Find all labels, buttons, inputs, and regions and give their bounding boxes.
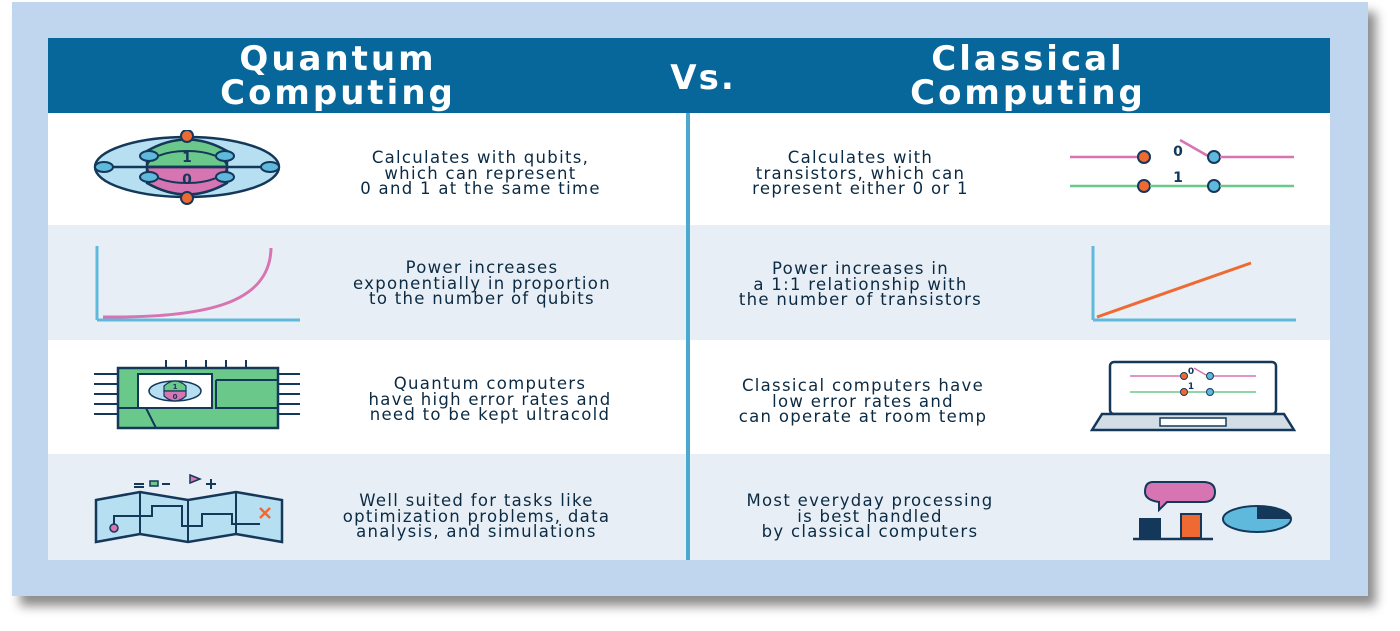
quantum-row-2-line1: Power increases [405,258,559,277]
quantum-row-1-line3: 0 and 1 at the same time [360,179,601,198]
classical-row-4-text: Most everyday processing is best handled… [700,493,1040,540]
center-divider [686,113,690,560]
classical-row-4-line1: Most everyday processing [746,491,994,510]
classical-row-2-line3: the number of transistors [738,290,983,309]
classical-row-1-line2: transistors, which can [755,163,966,183]
optimization-map-icon [94,473,284,544]
exponential-curve-icon [95,246,300,322]
laptop-label-zero: 0 [1188,367,1194,377]
quantum-row-2-line3: to the number of qubits [369,289,595,308]
quantum-row-3-line1: Quantum computers [393,374,587,393]
quantum-row-4-text: Well suited for tasks like optimization … [280,493,673,540]
vs-label: Vs. [670,58,736,98]
chip-qubit-label-one: 1 [173,383,178,391]
classical-row-2-line2: a 1:1 relationship with [753,274,968,294]
classical-row-1-text: Calculates with transistors, which can r… [703,150,1018,197]
laptop-icon: 0 1 [1090,360,1296,432]
quantum-row-3-line2: have high error rates and [368,389,612,409]
quantum-row-4-line3: analysis, and simulations [356,522,597,541]
quantum-row-2-text: Power increases exponentially in proport… [296,260,668,307]
qubit-label-one: 1 [182,150,192,166]
classical-row-4-line2: is best handled [797,506,943,526]
quantum-row-4-line2: optimization problems, data [342,506,611,526]
classical-row-2-line1: Power increases in [772,259,949,278]
classical-row-3-text: Classical computers have low error rates… [698,378,1028,425]
quantum-row-1-line1: Calculates with qubits, [371,148,590,167]
classical-row-3-line3: can operate at room temp [738,407,988,426]
header-bar: Quantum Computing Vs. Classical Computin… [48,38,1330,113]
classical-row-3-line1: Classical computers have [741,376,985,395]
quantum-row-1-line2: which can represent [384,163,577,183]
quantum-computing-title: Quantum Computing [148,42,528,110]
quantum-row-3-text: Quantum computers have high error rates … [310,376,670,423]
classical-row-1-line3: represent either 0 or 1 [752,179,969,198]
quantum-row-2-line2: exponentially in proportion [353,273,611,293]
quantum-row-3-line3: need to be kept ultracold [369,405,611,424]
transistor-label-zero: 0 [1173,144,1183,160]
quantum-title-line2: Computing [220,73,456,113]
classical-row-1-line1: Calculates with [787,148,934,167]
laptop-label-one: 1 [1188,382,1194,392]
quantum-title-line1: Quantum [239,39,437,79]
chip-qubit-label-zero: 0 [173,393,178,401]
quantum-row-1-text: Calculates with qubits, which can repres… [298,150,663,197]
linear-line-icon [1091,246,1296,322]
classical-row-4-line3: by classical computers [761,522,979,541]
quantum-chip-icon: 1 0 [94,360,300,430]
classical-computing-title: Classical Computing [818,42,1238,110]
quantum-row-4-line1: Well suited for tasks like [359,491,594,510]
infographic-panel: Quantum Computing Vs. Classical Computin… [48,38,1330,560]
transistor-switch-icon: 0 1 [1070,138,1294,193]
qubit-label-zero: 0 [182,172,192,188]
classical-row-2-text: Power increases in a 1:1 relationship wi… [698,261,1023,308]
transistor-label-one: 1 [1173,170,1183,186]
classical-row-3-line2: low error rates and [772,391,954,411]
qubit-sphere-icon: 1 0 [93,130,281,205]
classical-title-line2: Computing [910,73,1146,113]
charts-and-chat-icon [1133,481,1292,541]
classical-title-line1: Classical [931,39,1125,79]
